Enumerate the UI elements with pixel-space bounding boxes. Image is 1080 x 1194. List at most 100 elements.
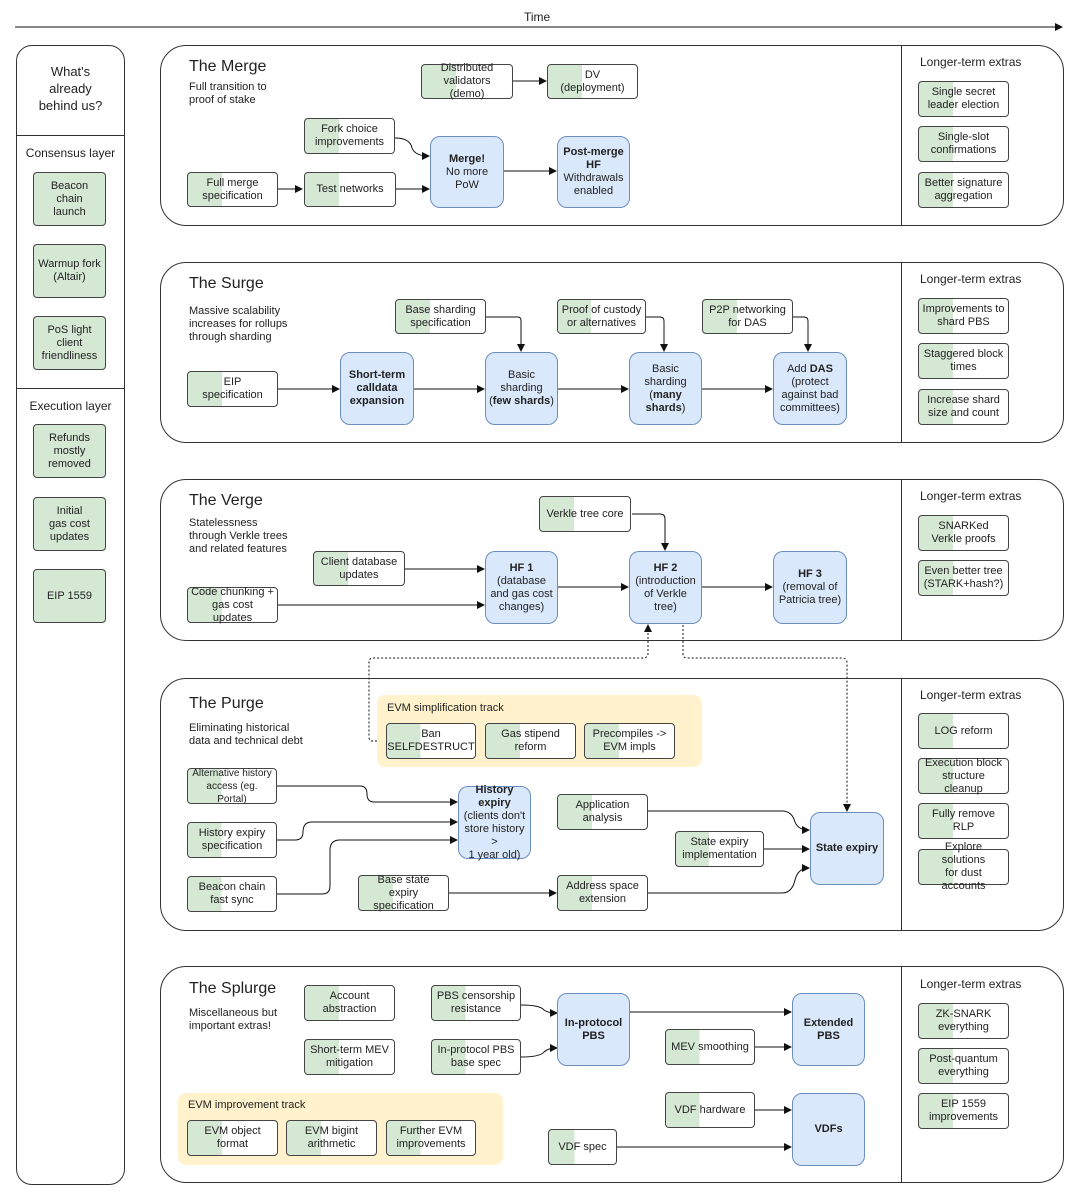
verge-extras-divider	[901, 479, 902, 641]
post-merge-hf-desc: Withdrawals enabled	[563, 172, 624, 197]
verge-panel	[160, 479, 1064, 641]
fork-choice-box: Fork choice improvements	[304, 118, 395, 154]
extra-item: Execution block structure cleanup	[918, 757, 1009, 795]
vdfs-milestone: VDFs	[792, 1093, 865, 1166]
verge-title: The Verge	[189, 492, 263, 509]
consensus-layer-title: Consensus layer	[25, 146, 116, 160]
basic-sharding-few-milestone: Basic sharding (few shards)	[485, 352, 558, 425]
proof-of-custody-box: Proof of custody or alternatives	[557, 299, 646, 334]
verge-hf2-milestone: HF 2 (introduction of Verkle tree)	[629, 551, 702, 624]
state-expiry-impl-box: State expiry implementation	[675, 831, 764, 867]
extra-item: LOG reform	[918, 713, 1009, 749]
surge-extras-heading: Longer-term extras	[920, 272, 1022, 286]
full-merge-spec-box: Full merge specification	[187, 172, 278, 207]
hf3-desc: (removal of Patricia tree)	[778, 581, 842, 606]
base-state-expiry-spec-box: Base state expiry specification	[358, 874, 449, 912]
code-chunking-box: Code chunking + gas cost updates	[187, 586, 278, 624]
account-abstraction-box: Account abstraction	[304, 985, 395, 1021]
merge-title: The Merge	[189, 58, 267, 75]
post-merge-hf-milestone: Post-merge HF Withdrawals enabled	[557, 136, 630, 208]
extra-item: Single-slot confirmations	[918, 126, 1009, 162]
done-item: Warmup fork (Altair)	[33, 244, 106, 298]
merge-extras-divider	[901, 45, 902, 226]
short-term-calldata-milestone: Short-term calldata expansion	[340, 352, 414, 425]
application-analysis-box: Application analysis	[557, 794, 648, 830]
p2p-das-box: P2P networking for DAS	[702, 299, 793, 334]
splurge-subtitle: Miscellaneous but important extras!	[189, 1007, 278, 1032]
extended-pbs-milestone: Extended PBS	[792, 993, 865, 1066]
extra-item: SNARKed Verkle proofs	[918, 515, 1009, 551]
left-divider-2	[16, 388, 125, 389]
purge-panel	[160, 678, 1064, 931]
merge-subtitle: Full transition to proof of stake	[189, 81, 267, 106]
eip-spec-box: EIP specification	[187, 371, 278, 407]
extra-item: Improvements to shard PBS	[918, 298, 1009, 334]
splurge-panel	[160, 966, 1064, 1183]
splurge-extras-divider	[901, 966, 902, 1183]
extra-item: ZK-SNARK everything	[918, 1003, 1009, 1039]
basic-sharding-many-text: Basic sharding (many shards)	[644, 362, 687, 414]
already-behind-us-heading: What's already behind us?	[38, 64, 103, 113]
mev-smoothing-box: MEV smoothing	[665, 1029, 755, 1065]
extra-item: Single secret leader election	[918, 81, 1009, 117]
done-item: Refunds mostly removed	[33, 424, 106, 478]
gas-stipend-box: Gas stipend reform	[485, 723, 576, 759]
merge-milestone-desc: No more PoW	[445, 165, 489, 191]
hf3-title: HF 3	[798, 568, 822, 580]
extra-item: Staggered block times	[918, 343, 1009, 379]
pbs-censorship-box: PBS censorship resistance	[431, 985, 521, 1021]
add-das-milestone: Add DAS (protect against bad committees)	[773, 352, 847, 425]
inprotocol-pbs-title: In-protocol PBS	[564, 1016, 623, 1042]
short-term-calldata-title: Short-term calldata expansion	[348, 369, 406, 407]
address-space-ext-box: Address space extension	[557, 875, 648, 911]
extra-item: EIP 1559 improvements	[918, 1093, 1009, 1129]
dv-deployment-box: DV (deployment)	[547, 64, 638, 99]
surge-subtitle: Massive scalability increases for rollup…	[189, 305, 288, 343]
extra-item: Even better tree (STARK+hash?)	[918, 560, 1009, 596]
base-sharding-spec-box: Base sharding specification	[395, 299, 486, 334]
test-networks-box: Test networks	[304, 172, 396, 207]
splurge-title: The Splurge	[189, 980, 277, 997]
post-merge-hf-title: Post-merge HF	[563, 146, 624, 171]
hf2-desc: (introduction of Verkle tree)	[635, 574, 696, 613]
history-expiry-desc: (clients don't store history > 1 year ol…	[463, 809, 526, 861]
merge-panel	[160, 45, 1064, 226]
execution-layer-title: Execution layer	[29, 399, 112, 413]
verge-extras-heading: Longer-term extras	[920, 489, 1022, 503]
short-term-mev-box: Short-term MEV mitigation	[304, 1039, 395, 1075]
surge-panel	[160, 262, 1064, 443]
evm-object-format-box: EVM object format	[187, 1120, 278, 1156]
extra-item: Fully remove RLP	[918, 803, 1009, 839]
basic-sharding-few-text: Basic sharding (few shards)	[489, 369, 554, 407]
evm-simplification-track-label: EVM simplification track	[387, 702, 504, 714]
history-expiry-title: History expiry	[475, 783, 514, 809]
distributed-validators-box: Distributed validators (demo)	[421, 62, 513, 100]
verge-hf3-milestone: HF 3 (removal of Patricia tree)	[773, 551, 847, 624]
purge-title: The Purge	[189, 695, 264, 712]
done-item: EIP 1559	[33, 569, 106, 623]
inprotocol-pbs-milestone: In-protocol PBS	[557, 993, 630, 1066]
vdfs-title: VDFs	[814, 1123, 843, 1135]
extra-item: Better signature aggregation	[918, 172, 1009, 208]
left-divider-1	[16, 135, 125, 136]
extra-item: Explore solutions for dust accounts	[918, 841, 1009, 892]
purge-extras-divider	[901, 678, 902, 931]
evm-improvement-track-label: EVM improvement track	[188, 1099, 306, 1111]
alt-history-access-box: Alternative history access (eg. Portal)	[187, 768, 277, 805]
inprotocol-pbs-spec-box: In-protocol PBS base spec	[431, 1039, 521, 1075]
verge-subtitle: Statelessness through Verkle trees and r…	[189, 517, 288, 555]
surge-title: The Surge	[189, 275, 264, 292]
verkle-tree-core-box: Verkle tree core	[539, 496, 631, 532]
state-expiry-title: State expiry	[815, 842, 879, 854]
merge-milestone: Merge! No more PoW	[430, 136, 504, 208]
client-db-updates-box: Client database updates	[313, 551, 405, 586]
done-item: Beacon chain launch	[33, 172, 106, 226]
state-expiry-milestone: State expiry	[810, 812, 884, 885]
merge-milestone-title: Merge!	[448, 152, 486, 165]
basic-sharding-many-milestone: Basic sharding (many shards)	[629, 352, 702, 425]
precompiles-box: Precompiles -> EVM impls	[584, 723, 675, 759]
surge-extras-divider	[901, 262, 902, 443]
add-das-text: Add DAS (protect against bad committees)	[780, 362, 840, 414]
splurge-extras-heading: Longer-term extras	[920, 977, 1022, 991]
done-item: Initial gas cost updates	[33, 497, 106, 551]
